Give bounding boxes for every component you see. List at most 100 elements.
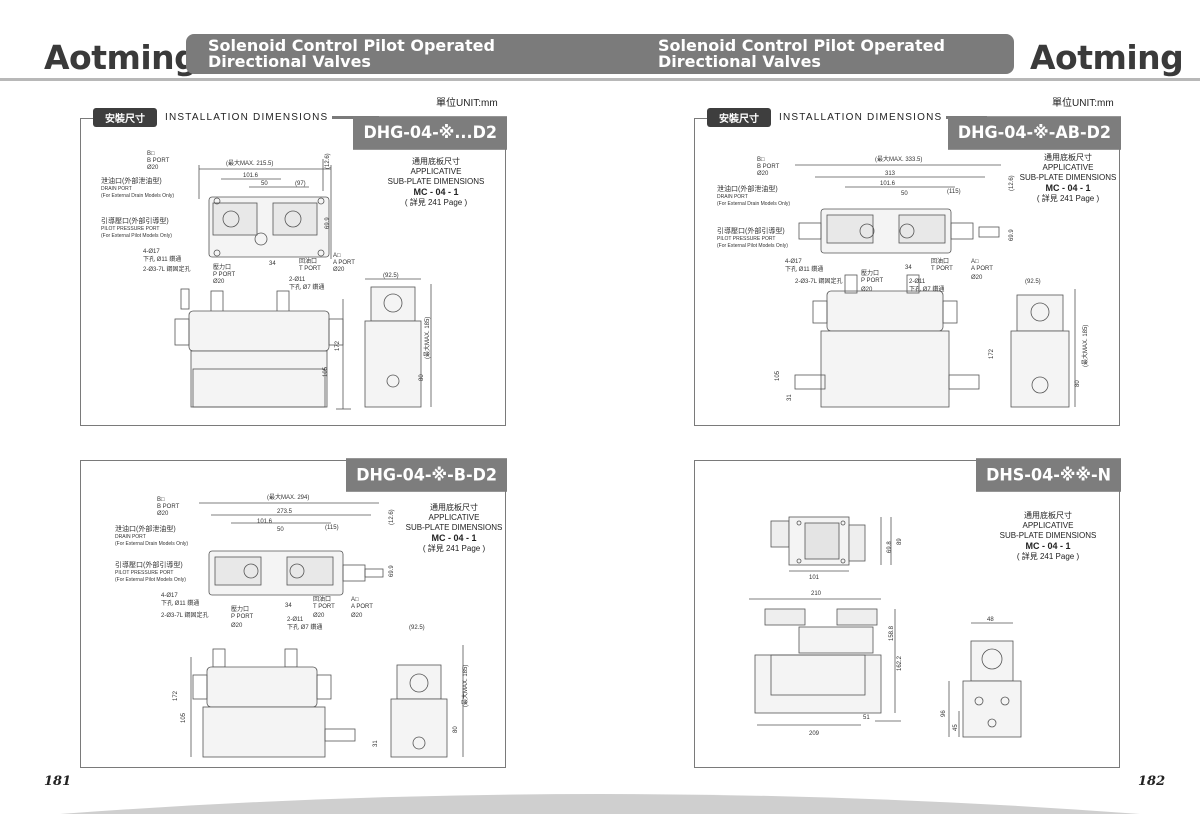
dim-162-2: 162.2 [897,655,903,671]
dim-101: 101 [809,575,820,581]
subplate-info: 通用底板尺寸 APPLICATIVE SUB-PLATE DIMENSIONS … [993,511,1103,562]
t-port-en: T PORT [299,266,321,272]
hole-17-label: 4-Ø17 [161,593,178,599]
a-port-size: Ø20 [333,267,345,273]
pin-hole-label: 2-Ø3-7L 鋼固定孔 [795,277,842,285]
b-port-size: Ø20 [757,171,769,177]
page-number-left: 181 [44,774,72,789]
subplate-model: MC - 04 - 1 [431,533,477,543]
dim-50: 50 [901,191,908,197]
header-title-right-line2: Directional Valves [658,52,821,71]
subplate-page-ref: ( 詳見 241 Page ) [1036,194,1100,203]
header-title-bar-left: Solenoid Control Pilot Operated Directio… [186,34,638,74]
header-divider [0,78,1200,81]
hole-7-label: 下孔 Ø7 鑽通 [289,283,324,291]
dim-115: (115) [325,525,339,531]
hole-17-label: 4-Ø17 [785,259,802,265]
dim-45: 45 [953,724,959,731]
valve-drawing: (最大MAX. 294) 273.5 101.6 50 (115) B□ B P… [115,493,469,758]
dim-12-6: (12.6) [389,509,395,525]
subplate-info: 通用底板尺寸 APPLICATIVE SUB-PLATE DIMENSIONS … [381,157,491,208]
a-port-en: A PORT [351,604,373,610]
subplate-dimensions: SUB-PLATE DIMENSIONS [1019,173,1117,182]
header-title-bar-right: Solenoid Control Pilot Operated Directio… [638,34,1014,74]
t-port-en: T PORT [313,604,335,610]
subplate-model: MC - 04 - 1 [1025,541,1071,551]
header-title-right-line1: Solenoid Control Pilot Operated [658,36,945,55]
b-port-size: Ø20 [147,165,159,171]
b-port-label: B□ [757,157,765,163]
pin-hole-label: 2-Ø3-7L 鋼固定孔 [143,265,190,273]
t-port-en: T PORT [931,266,953,272]
b-port-size: Ø20 [157,511,169,517]
panel-dhg-b-d2: DHG-04-※-B-D2 通用底板尺寸 APPLICATIVE SUB-PLA… [80,458,507,768]
subplate-applicative: APPLICATIVE [1042,163,1094,172]
header-title-left-line2: Directional Valves [208,52,371,71]
panel-dhs-n: DHS-04-※※-N 通用底板尺寸 APPLICATIVE SUB-PLATE… [694,458,1121,768]
dim-51: 51 [863,715,870,721]
p-port-cn: 壓力口 [231,605,249,613]
hole-11-label: 下孔 Ø11 鑽通 [161,599,199,607]
dim-max-width: (最大MAX. 333.5) [875,155,922,163]
installation-tag-text: INSTALLATION DIMENSIONS [165,111,329,123]
brand-logo-left: Aotming [44,38,198,77]
subplate-dimensions: SUB-PLATE DIMENSIONS [405,523,503,532]
b-port-en: B PORT [157,504,180,510]
pilot-port-en: PILOT PRESSURE PORT [101,226,159,232]
pilot-port-note: (For External Pilot Models Only) [115,577,186,583]
drain-port-cn: 泄油口(外部泄油型) [717,184,778,193]
valve-drawing: (最大MAX. 333.5) 313 101.6 50 (115) B□ B P… [717,155,1089,408]
drain-port-note: (For External Drain Models Only) [115,541,188,547]
dim-max-185: (最大MAX. 185) [461,665,469,707]
p-port-en: P PORT [231,614,253,620]
dim-80: 80 [419,374,425,381]
subplate-applicative: APPLICATIVE [410,167,462,176]
dim-105: 105 [181,712,187,723]
installation-tag-label: 安裝尺寸 [93,107,157,127]
hole-17-label: 4-Ø17 [143,249,160,255]
installation-tag: 安裝尺寸 INSTALLATION DIMENSIONS [93,107,333,127]
dim-max-width: (最大MAX. 215.5) [226,159,273,167]
installation-tag-text: INSTALLATION DIMENSIONS [779,111,943,123]
p-port-cn: 壓力口 [213,263,231,271]
subplate-info: 通用底板尺寸 APPLICATIVE SUB-PLATE DIMENSIONS … [1013,153,1123,204]
page-number-right: 182 [1138,774,1166,789]
dim-92-5: (92.5) [409,625,425,631]
dim-92-5: (92.5) [383,273,399,279]
dim-69-9: 69.9 [325,217,331,229]
p-port-size: Ø20 [861,287,873,293]
drain-port-en: DRAIN PORT [115,534,146,540]
dim-31: 31 [373,740,379,747]
a-port-cn: A□ [351,597,359,603]
dim-48: 48 [987,617,994,623]
subplate-applicative: APPLICATIVE [428,513,480,522]
p-port-size: Ø20 [213,279,225,285]
subplate-model: MC - 04 - 1 [413,187,459,197]
dim-89: 89 [897,538,903,545]
dim-50: 50 [277,527,284,533]
a-port-size: Ø20 [351,613,363,619]
p-port-cn: 壓力口 [861,269,879,277]
subplate-page-ref: ( 詳見 241 Page ) [422,544,486,553]
model-title: DHG-04-※-B-D2 [346,458,507,492]
subplate-page-ref: ( 詳見 241 Page ) [404,198,468,207]
valve-drawing: 101 210 209 51 48 69.8 89 158.8 162.2 96… [749,516,1022,738]
drain-port-note: (For External Drain Models Only) [717,201,790,207]
dim-34: 34 [285,603,292,609]
hole-7-label: 下孔 Ø7 鑽通 [287,623,322,631]
pilot-port-cn: 引導壓口(外部引導型) [101,216,169,225]
hole-11-label: 下孔 Ø11 鑽通 [785,265,823,273]
dim-273-5: 273.5 [277,509,293,515]
b-port-en: B PORT [147,158,170,164]
hole-7-label: 下孔 Ø7 鑽通 [909,285,944,293]
installation-tag: 安裝尺寸 INSTALLATION DIMENSIONS [707,107,947,127]
dim-max-185: (最大MAX. 185) [423,317,431,359]
pilot-port-cn: 引導壓口(外部引導型) [115,560,183,569]
dim-31: 31 [787,394,793,401]
b-port-label: B□ [147,151,155,157]
pilot-port-note: (For External Pilot Models Only) [717,243,788,249]
drain-port-en: DRAIN PORT [717,194,748,200]
model-title: DHG-04-※...D2 [353,116,507,150]
dim-96: 96 [941,710,947,717]
panel-dhg-d2: 安裝尺寸 INSTALLATION DIMENSIONS DHG-04-※...… [80,107,507,426]
